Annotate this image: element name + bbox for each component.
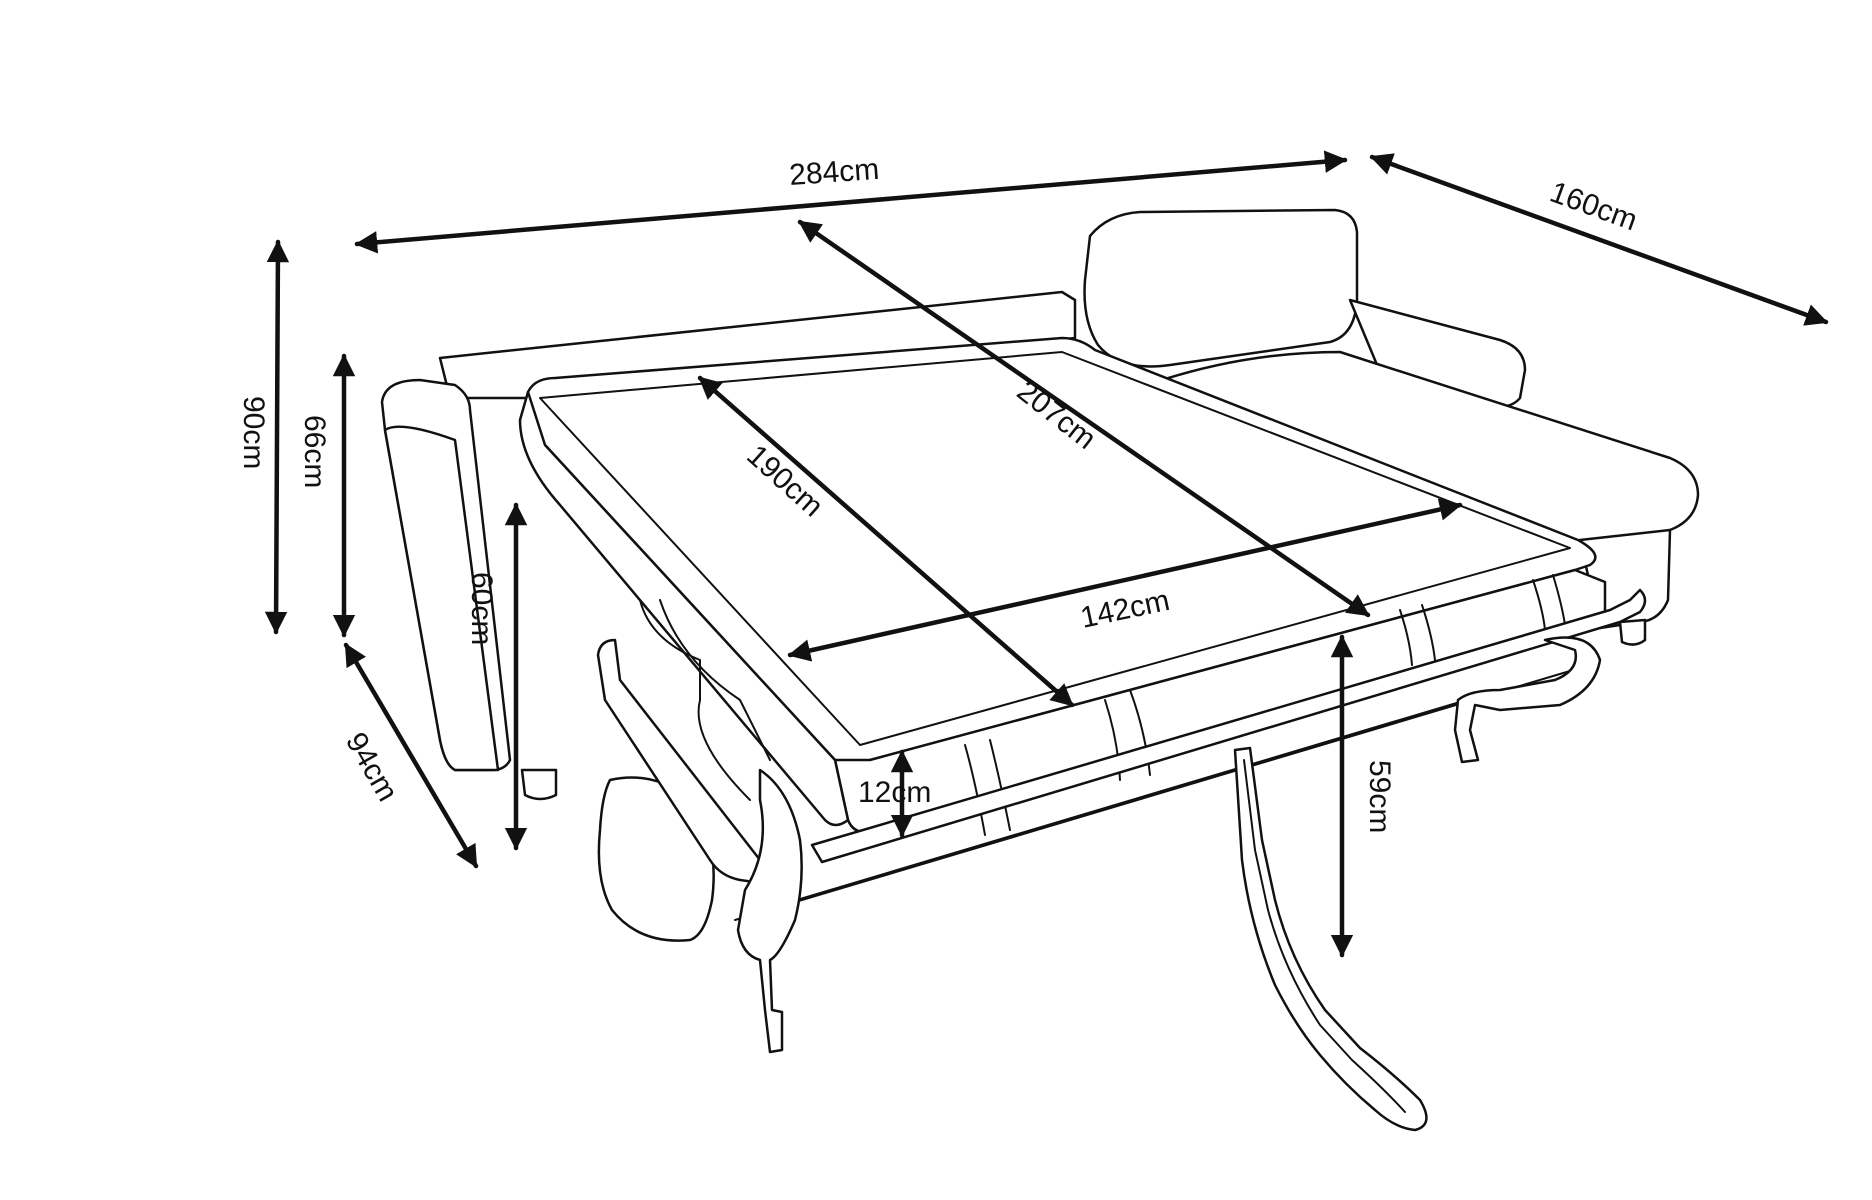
chaise-backrest-cushion [1083,208,1359,368]
bed-lower-frame [734,667,1581,921]
label-armrest-height: 60cm [465,572,498,645]
label-overall-height: 90cm [237,396,270,469]
label-mattress-thickness: 12cm [858,776,931,809]
bed-front-rail [810,588,1647,864]
label-seat-depth: 94cm [339,727,404,807]
label-depth: 160cm [1546,176,1642,238]
chaise-foot [1618,618,1647,646]
dimline-total-width [354,150,1348,254]
dimline-depth [1369,153,1829,326]
pull-strap-inner [1243,759,1406,1113]
mattress-strap-4 [1532,574,1566,631]
dimline-seat-depth [343,642,479,869]
left-foot [520,768,558,801]
dimline-bed-width [787,498,1463,662]
mattress-strap-1 [964,739,1011,836]
label-total-width: 284cm [788,153,880,192]
mattress-left-side [518,390,850,827]
label-bed-height: 59cm [1363,760,1396,833]
pull-strap [1233,746,1428,1132]
label-back-height: 66cm [298,415,331,488]
dimline-overall-height [264,239,290,635]
left-front-leg [736,768,803,1054]
right-mechanism-loop [1453,636,1602,764]
dimension-lines [264,150,1829,958]
sofa-outline [380,208,1700,1132]
